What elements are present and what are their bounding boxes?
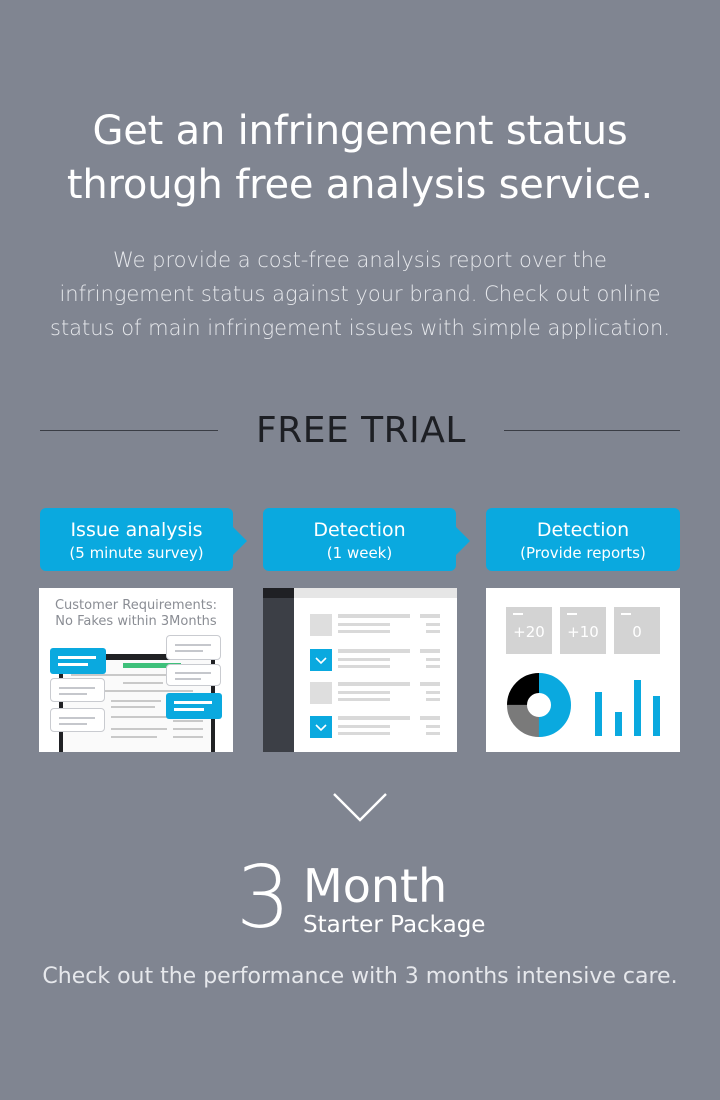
- screen-line: [71, 674, 201, 676]
- list-line: [338, 658, 390, 661]
- list-line: [338, 698, 390, 701]
- bar-chart-bar: [634, 680, 641, 736]
- survey-card-highlight: [50, 648, 106, 674]
- step-title: Issue analysis: [70, 519, 203, 541]
- screen-line: [173, 736, 203, 738]
- list-line: [338, 682, 410, 686]
- screen-line: [173, 728, 203, 730]
- screen-line: [111, 736, 157, 738]
- step-title: Detection: [313, 519, 406, 541]
- list-line: [338, 614, 410, 618]
- screen-search-bar: [123, 663, 181, 668]
- survey-illustration: Customer Requirements: No Fakes within 3…: [39, 588, 233, 752]
- detection-topbar: [294, 588, 457, 598]
- list-line: [420, 649, 440, 653]
- free-trial-divider: FREE TRIAL: [40, 408, 680, 454]
- list-line: [426, 665, 440, 668]
- kpi-value: 0: [632, 623, 642, 641]
- page-headline: Get an infringement status through free …: [0, 104, 720, 212]
- list-line: [426, 630, 440, 633]
- step-subtitle: (Provide reports): [520, 544, 646, 562]
- survey-title-line-2: No Fakes within 3Months: [55, 614, 217, 629]
- list-checkbox-checked: [310, 649, 332, 671]
- intro-line-2: infringement status against your brand. …: [59, 282, 661, 306]
- list-line: [338, 716, 410, 720]
- arrow-right-icon: [456, 527, 470, 555]
- screen-line: [111, 716, 171, 718]
- intro-paragraph: We provide a cost-free analysis report o…: [0, 243, 720, 345]
- list-checkbox: [310, 614, 332, 636]
- donut-chart-icon: [507, 673, 571, 737]
- survey-title-line-1: Customer Requirements:: [54, 598, 218, 613]
- divider-line-left: [40, 430, 218, 431]
- list-line: [338, 725, 390, 728]
- list-line: [426, 698, 440, 701]
- survey-card: [50, 678, 105, 702]
- list-line: [426, 691, 440, 694]
- list-line: [338, 630, 390, 633]
- package-description: Check out the performance with 3 months …: [42, 964, 678, 989]
- list-line: [338, 649, 410, 653]
- list-line: [338, 665, 390, 668]
- list-line: [338, 623, 390, 626]
- kpi-value: +10: [567, 623, 599, 641]
- headline-line-2: through free analysis service.: [66, 162, 654, 208]
- step-subtitle: (1 week): [326, 544, 393, 562]
- kpi-dash: [567, 613, 577, 615]
- intro-line-1: We provide a cost-free analysis report o…: [113, 248, 607, 272]
- kpi-tile: +20: [506, 607, 552, 654]
- survey-card-highlight: [166, 693, 222, 719]
- step-issue-analysis: Issue analysis (5 minute survey): [40, 508, 247, 571]
- survey-title: Customer Requirements: No Fakes within 3…: [39, 598, 233, 630]
- arrow-right-icon: [233, 527, 247, 555]
- list-line: [420, 614, 440, 618]
- list-line: [426, 725, 440, 728]
- list-line: [426, 732, 440, 735]
- kpi-tile: +10: [560, 607, 606, 654]
- survey-card: [166, 635, 221, 660]
- detection-sidebar: [263, 588, 294, 752]
- bar-chart-bar: [595, 692, 602, 736]
- list-line: [426, 623, 440, 626]
- list-checkbox-checked: [310, 716, 332, 738]
- screen-line: [173, 720, 203, 722]
- list-checkbox: [310, 682, 332, 704]
- bar-chart-bar: [615, 712, 622, 736]
- step-detection-week: Detection (1 week): [263, 508, 470, 571]
- headline-line-1: Get an infringement status: [92, 108, 628, 154]
- chevron-down-icon: [333, 793, 387, 822]
- screen-line: [111, 728, 167, 730]
- package-number: 3: [236, 848, 291, 948]
- screen-line: [111, 706, 155, 708]
- list-line: [420, 716, 440, 720]
- list-line: [420, 682, 440, 686]
- step-subtitle: (5 minute survey): [69, 544, 204, 562]
- kpi-value: +20: [513, 623, 545, 641]
- kpi-dash: [621, 613, 631, 615]
- report-illustration: +20 +10 0: [486, 588, 680, 752]
- checkmark-icon: [315, 724, 327, 732]
- screen-line: [83, 690, 193, 692]
- step-detection-reports: Detection (Provide reports): [486, 508, 680, 571]
- detection-illustration: [263, 588, 457, 752]
- list-line: [338, 732, 390, 735]
- survey-card: [166, 664, 221, 686]
- package-subtitle: Starter Package: [303, 912, 486, 938]
- divider-line-right: [504, 430, 680, 431]
- package-title: Month: [303, 859, 448, 913]
- bar-chart-bar: [653, 696, 660, 736]
- list-line: [426, 658, 440, 661]
- checkmark-icon: [315, 657, 327, 665]
- survey-card: [50, 708, 105, 732]
- screen-line: [123, 682, 163, 684]
- detection-sidebar-header: [263, 588, 294, 598]
- screen-line: [111, 700, 161, 702]
- free-trial-title: FREE TRIAL: [256, 410, 466, 451]
- kpi-tile: 0: [614, 607, 660, 654]
- step-title: Detection: [536, 519, 630, 541]
- intro-line-3: status of main infringement issues with …: [50, 316, 670, 340]
- list-line: [338, 691, 390, 694]
- kpi-dash: [513, 613, 523, 615]
